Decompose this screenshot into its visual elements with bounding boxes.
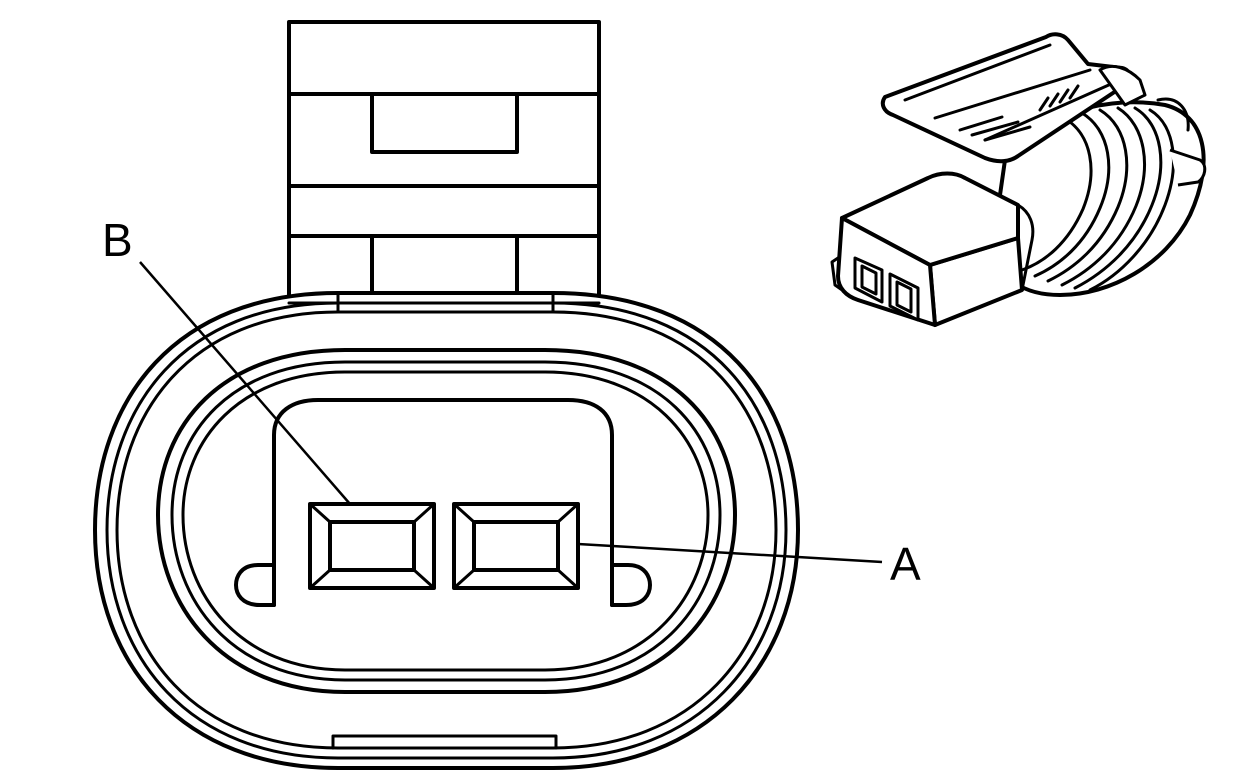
connector-front-view: B A: [93, 20, 921, 770]
isometric-terminal-openings: [853, 256, 920, 322]
connector-body: [93, 291, 800, 770]
connector-rear-boot: [992, 97, 1207, 297]
leader-line-a: [577, 542, 883, 564]
terminal-b-cavity: [308, 502, 436, 590]
connector-isometric-view: [830, 32, 1207, 327]
locking-tab: [287, 20, 601, 314]
callout-label-a: A: [890, 538, 921, 590]
terminal-a-cavity: [452, 502, 580, 590]
leader-line-b: [139, 261, 351, 505]
connector-front-housing: [830, 171, 1035, 327]
connector-latch-arm: [880, 32, 1147, 164]
callout-label-b: B: [102, 214, 133, 266]
